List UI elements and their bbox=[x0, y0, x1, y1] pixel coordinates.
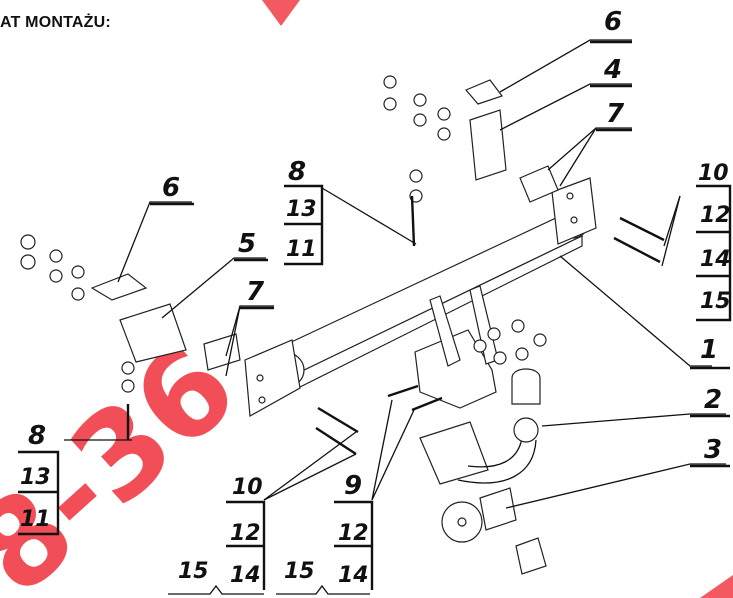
callout-labels: 6 4 7 10 12 14 15 1 2 3 8 13 11 6 5 7 8 … bbox=[20, 7, 731, 588]
callout-10-right: 10 bbox=[698, 161, 729, 186]
bolts bbox=[126, 195, 665, 456]
upper-right-bracket bbox=[465, 79, 559, 203]
callout-3: 3 bbox=[704, 435, 722, 465]
callout-12-low: 12 bbox=[230, 521, 261, 546]
tow-ball bbox=[513, 417, 539, 443]
callout-8-mid: 8 bbox=[288, 157, 306, 187]
callout-7-left: 7 bbox=[246, 277, 265, 307]
callout-bars bbox=[18, 40, 732, 595]
callout-5-left: 5 bbox=[238, 229, 256, 259]
callout-8-low: 8 bbox=[28, 421, 46, 451]
callout-11-mid: 11 bbox=[286, 237, 317, 262]
nuts-center bbox=[473, 319, 547, 365]
right-end-plate bbox=[551, 177, 597, 245]
leader-lines bbox=[64, 39, 726, 509]
socket-plate bbox=[441, 487, 547, 575]
callout-11-low: 11 bbox=[20, 507, 51, 532]
callout-15-right: 15 bbox=[700, 289, 731, 314]
callout-6-left: 6 bbox=[162, 173, 180, 203]
callout-10-low: 10 bbox=[232, 475, 263, 500]
page-title: AT MONTAŻU: bbox=[0, 14, 111, 31]
callout-12-low-2: 12 bbox=[338, 521, 369, 546]
callout-2: 2 bbox=[704, 385, 722, 415]
callout-13-low: 13 bbox=[20, 465, 51, 490]
callout-7-top: 7 bbox=[606, 99, 625, 129]
callout-13-mid: 13 bbox=[286, 197, 317, 222]
callout-12-right: 12 bbox=[700, 203, 731, 228]
callout-9-low: 9 bbox=[344, 471, 362, 501]
ball-cap bbox=[511, 368, 541, 405]
callout-15-low: 15 bbox=[178, 559, 209, 584]
left-bracket bbox=[90, 273, 241, 371]
watermark-corner-bottom bbox=[700, 575, 733, 598]
callout-6-top: 6 bbox=[604, 7, 622, 37]
callout-14-low-2: 14 bbox=[338, 563, 369, 588]
left-end-plate bbox=[244, 339, 301, 417]
nuts-left bbox=[20, 234, 135, 393]
watermark-corner-top bbox=[262, 0, 300, 26]
callout-1: 1 bbox=[700, 335, 718, 365]
callout-15-low-2: 15 bbox=[284, 559, 315, 584]
callout-14-low: 14 bbox=[230, 563, 261, 588]
callout-14-right: 14 bbox=[700, 247, 731, 272]
nuts-top-left bbox=[383, 75, 451, 203]
callout-4-top: 4 bbox=[603, 55, 622, 85]
ball-mount-bracket bbox=[414, 285, 541, 485]
